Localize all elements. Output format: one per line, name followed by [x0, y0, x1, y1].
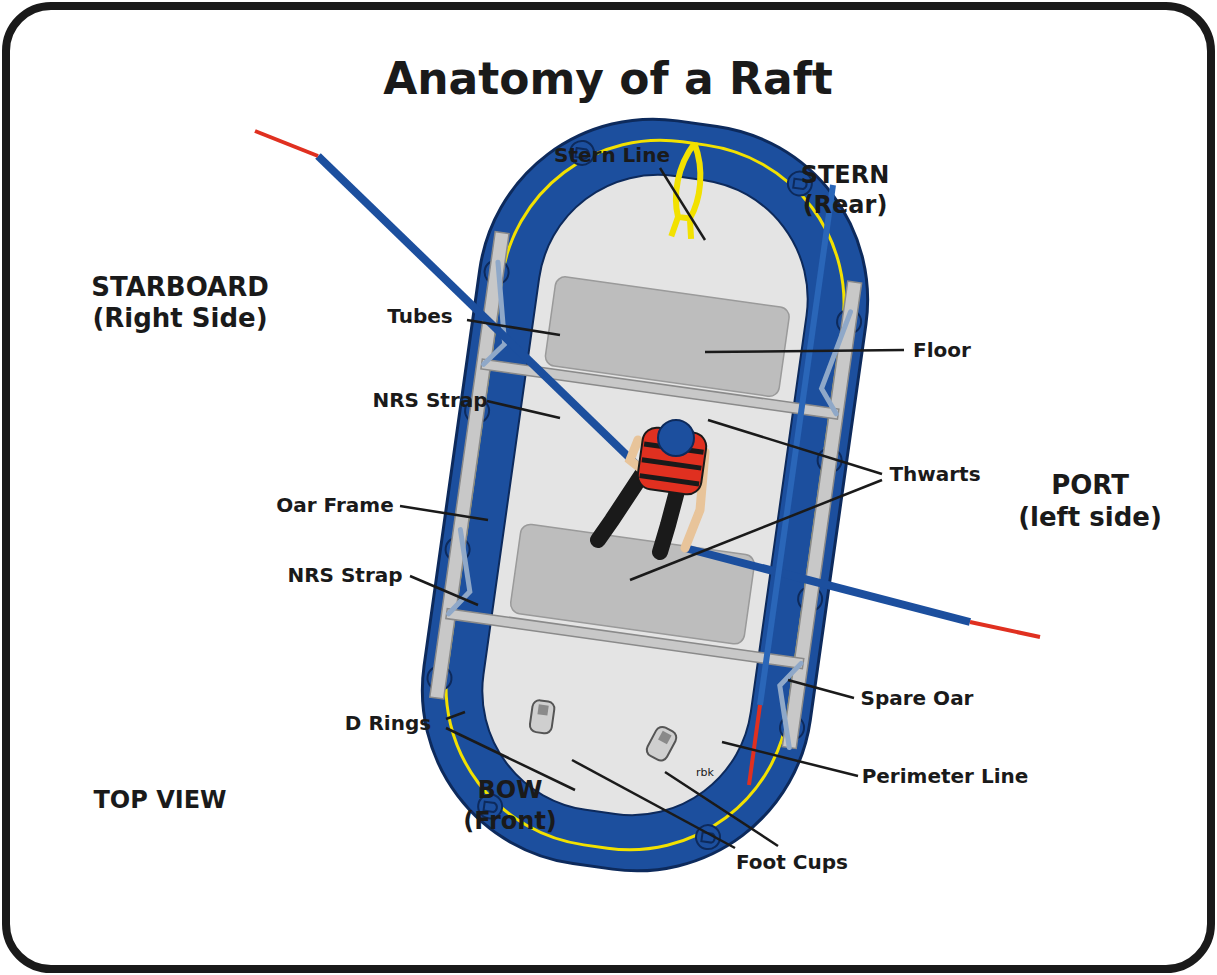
- orientation-label: STERN: [801, 161, 890, 189]
- orientation-label: (left side): [1018, 502, 1162, 532]
- orientation-label: TOP VIEW: [93, 786, 226, 814]
- orientation-label: PORT: [1051, 470, 1129, 500]
- oar-frame: [430, 232, 862, 749]
- perimeter-line: [425, 120, 864, 871]
- part-label: Thwarts: [889, 462, 980, 486]
- raft: [400, 97, 891, 894]
- thwarts: [509, 276, 790, 646]
- part-label: Stern Line: [554, 143, 670, 167]
- foot-cups: [527, 699, 681, 764]
- tube: [400, 97, 891, 894]
- part-label: D Rings: [345, 711, 431, 735]
- d-rings: [409, 130, 880, 860]
- part-label: Perimeter Line: [862, 764, 1029, 788]
- rower: [598, 420, 708, 552]
- oars: [255, 131, 1040, 785]
- part-label: Foot Cups: [736, 850, 848, 874]
- part-label: Tubes: [387, 304, 452, 328]
- part-label: NRS Strap: [372, 388, 487, 412]
- orientation-label: (Rear): [803, 191, 888, 219]
- floor: [467, 159, 823, 830]
- orientation-label: BOW: [477, 776, 542, 804]
- orientation-label: (Right Side): [92, 303, 267, 333]
- orientation-label: STARBOARD: [91, 272, 269, 302]
- part-label: NRS Strap: [287, 563, 402, 587]
- part-label: rbk: [696, 766, 714, 779]
- diagram-title: Anatomy of a Raft: [383, 53, 833, 104]
- frame-border: [6, 6, 1211, 969]
- part-label: Floor: [913, 338, 971, 362]
- leader-lines: [400, 168, 904, 848]
- part-label: Spare Oar: [861, 686, 974, 710]
- d-ring-loops: [484, 148, 808, 843]
- part-label: Oar Frame: [276, 493, 393, 517]
- orientation-label: (Front): [463, 807, 557, 835]
